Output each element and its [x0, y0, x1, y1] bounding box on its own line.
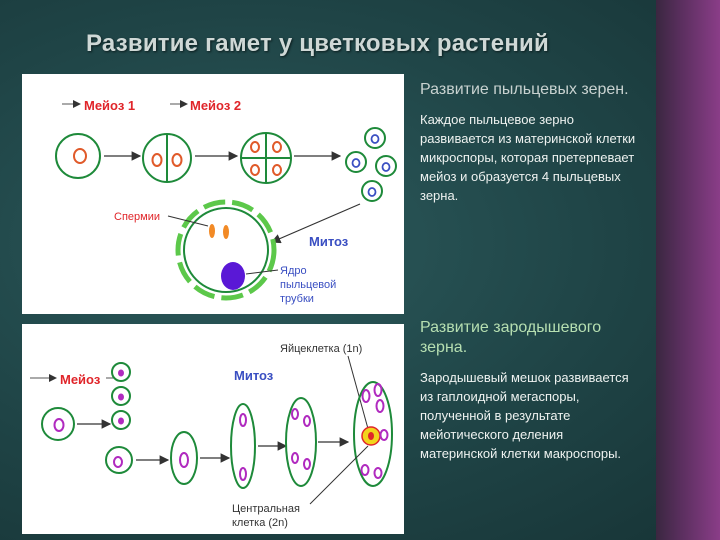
- megaspore-mother-cell: [41, 407, 75, 441]
- sac-stage-2-nucleus-top: [239, 413, 247, 427]
- label-tube-nucleus-line1: Ядро: [280, 265, 307, 277]
- polar-nucleus: [379, 429, 389, 441]
- sac-stage-1: [170, 431, 198, 485]
- antipodal-3: [375, 399, 385, 413]
- tetrad-nucleus-2: [272, 141, 282, 153]
- label-tube-nucleus-line2: пыльцевой: [280, 279, 336, 291]
- microspore-4-nucleus: [367, 187, 377, 197]
- embryo-diagram-panel: Мейоз Митоз Яйцеклетка (1n): [22, 324, 404, 534]
- sac-stage-3-nucleus-2: [303, 415, 311, 427]
- synergid-1: [360, 464, 370, 476]
- pollen-grain-membrane: [183, 207, 269, 293]
- microspore-2: [345, 151, 367, 173]
- antipodal-1: [361, 389, 371, 403]
- label-central-cell-line1: Центральная: [232, 503, 300, 515]
- pollen-diagram: Мейоз 1 Мейоз 2 Ми: [55, 98, 397, 305]
- egg-cell-nucleus: [368, 432, 374, 440]
- megaspore-2-nucleus: [118, 393, 124, 401]
- sperm-nucleus-2: [223, 225, 229, 239]
- microspore-2-nucleus: [351, 158, 361, 168]
- surviving-megaspore: [105, 446, 133, 474]
- embryo-sac-diagram: Мейоз Митоз Яйцеклетка (1n): [30, 343, 393, 529]
- megaspore-2: [111, 386, 131, 406]
- pollen-text-block: Развитие пыльцевых зерен. Каждое пыльцев…: [420, 80, 642, 205]
- mother-cell-nucleus: [73, 148, 87, 164]
- megaspore-1: [111, 362, 131, 382]
- mother-cell: [55, 133, 101, 179]
- sperm-pointer: [167, 215, 209, 227]
- embryo-body: Зародышевый мешок развивается из гаплоид…: [420, 370, 629, 461]
- microspore-1: [364, 127, 386, 149]
- slide-title: Развитие гамет у цветковых растений: [86, 30, 549, 57]
- tetrad-nucleus-1: [250, 141, 260, 153]
- label-meiosis-2: Мейоз 2: [190, 98, 241, 113]
- arrow-microspore-to-pollen: [270, 203, 361, 244]
- microspore-4: [361, 180, 383, 202]
- dyad-nucleus-right: [171, 153, 183, 167]
- sac-stage-3-nucleus-1: [291, 408, 299, 420]
- microspore-3-nucleus: [381, 162, 391, 172]
- megaspore-1-nucleus: [118, 369, 124, 377]
- sac-stage-3: [285, 397, 317, 487]
- sac-stage-3-nucleus-4: [303, 458, 311, 470]
- sperm-nucleus-1: [209, 224, 215, 238]
- synergid-2: [373, 467, 383, 479]
- label-egg-cell: Яйцеклетка (1n): [280, 343, 362, 355]
- megaspore-mother-nucleus: [53, 418, 65, 432]
- sac-stage-2: [230, 403, 256, 489]
- label-mitosis-top: Митоз: [309, 234, 349, 249]
- microspore-1-nucleus: [370, 134, 380, 144]
- pollen-grain-wall: [175, 199, 277, 301]
- label-sperm: Спермии: [114, 211, 160, 223]
- central-cell-pointer: [309, 445, 369, 505]
- microspore-3: [375, 155, 397, 177]
- label-tube-nucleus-line3: трубки: [280, 293, 314, 305]
- label-central-cell-line2: клетка (2n): [232, 517, 288, 529]
- dyad-nucleus-left: [151, 153, 163, 167]
- decorative-side-band: [656, 0, 720, 540]
- tube-nucleus: [221, 262, 245, 290]
- pollen-diagram-panel: Мейоз 1 Мейоз 2 Ми: [22, 74, 404, 314]
- sac-stage-2-nucleus-bottom: [239, 467, 247, 481]
- tetrad-nucleus-3: [250, 164, 260, 176]
- label-mitosis-bottom: Митоз: [234, 368, 274, 383]
- megaspore-3: [111, 410, 131, 430]
- megaspore-3-nucleus: [118, 417, 124, 425]
- surviving-megaspore-nucleus: [113, 456, 123, 468]
- antipodal-2: [373, 383, 383, 397]
- embryo-text-block: Развитие зародышевого зерна. Зародышевый…: [420, 318, 642, 463]
- sac-stage-3-nucleus-3: [291, 452, 299, 464]
- pollen-body: Каждое пыльцевое зерно развивается из ма…: [420, 112, 636, 203]
- tetrad-nucleus-4: [272, 164, 282, 176]
- sac-stage-1-nucleus: [179, 452, 189, 468]
- label-meiosis-bottom: Мейоз: [60, 372, 101, 387]
- mature-embryo-sac: [353, 381, 393, 487]
- tube-nucleus-pointer: [245, 269, 279, 275]
- pollen-heading: Развитие пыльцевых зерен.: [420, 81, 629, 98]
- label-meiosis-1: Мейоз 1: [84, 98, 135, 113]
- embryo-heading: Развитие зародышевого зерна.: [420, 319, 602, 356]
